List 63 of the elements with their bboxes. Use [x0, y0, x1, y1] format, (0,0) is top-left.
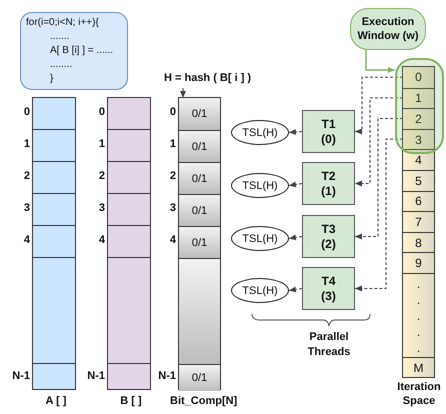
bit-cell: 0/1: [179, 98, 220, 130]
thread-box: T1 (0): [302, 110, 355, 153]
formula-text: H = hash ( B[ i ] ): [164, 72, 304, 88]
array-heading: A [ ]: [44, 395, 68, 409]
iteration-cell: 7: [403, 211, 434, 232]
index-label: 0: [22, 106, 30, 118]
thread-box: T3 (2): [302, 215, 355, 258]
arrow: [288, 286, 302, 292]
iteration-cell: 2: [403, 108, 434, 129]
array-heading: B [ ]: [119, 395, 143, 409]
index-label: 3: [22, 202, 30, 214]
index-label: 2: [22, 170, 30, 182]
bit-cell: 0/1: [179, 226, 220, 258]
code-box: for(i=0;i<N; i++){ ....... A[ B [i] ] = ...... ........ }: [20, 12, 128, 90]
index-label: 4: [168, 234, 176, 246]
iteration-cell: 8: [403, 232, 434, 252]
callout-bubble: Execution Window (w): [350, 8, 426, 50]
iteration-cell: 1: [403, 88, 434, 108]
arrow: [180, 88, 186, 98]
index-label: 0: [98, 106, 105, 118]
arrow: [354, 118, 404, 240]
group-caption: Parallel Threads: [306, 330, 352, 360]
bit-cell: 0/1: [179, 130, 220, 162]
iteration-cell: M: [403, 357, 434, 378]
window-highlight: [395, 58, 444, 154]
bit-cell: 0/1: [179, 194, 220, 226]
index-label: 1: [98, 138, 105, 150]
index-label: N-1: [11, 370, 30, 382]
lock-ellipse: TSL(H): [231, 120, 289, 145]
iteration-cell: 4: [403, 149, 434, 170]
index-label: 3: [168, 202, 176, 214]
lock-ellipse: TSL(H): [231, 278, 289, 303]
index-label: 2: [168, 170, 176, 182]
arrow: [288, 128, 302, 135]
index-label: 2: [98, 170, 105, 182]
index-label: 1: [168, 138, 176, 150]
index-label: 0: [168, 106, 176, 118]
lock-ellipse: TSL(H): [231, 226, 289, 251]
index-label: 3: [98, 202, 105, 214]
lock-ellipse: TSL(H): [231, 173, 289, 198]
index-label: 4: [22, 234, 30, 246]
arrow: [365, 50, 395, 73]
thread-box: T4 (3): [302, 267, 355, 310]
arrow: [288, 234, 302, 240]
index-label: 4: [98, 234, 105, 246]
iteration-cell: 3: [403, 128, 434, 150]
iteration-cell: 0: [403, 67, 434, 88]
arrow: [288, 181, 302, 188]
iteration-cell: . . . . .: [403, 273, 434, 357]
index-label: N-1: [86, 370, 105, 382]
thread-box: T2 (1): [302, 162, 355, 205]
array-heading: Iteration Space: [396, 380, 442, 409]
arrow: [354, 76, 404, 134]
index-label: 1: [22, 138, 30, 150]
iteration-cell: 5: [403, 170, 434, 191]
array-heading: Bit_Comp[N]: [170, 395, 238, 409]
index-label: N-1: [158, 370, 176, 382]
arrow: [354, 97, 404, 186]
bit-cell: 0/1: [179, 162, 220, 194]
iteration-cell: 6: [403, 190, 434, 212]
arrow: [354, 138, 404, 292]
iteration-cell: 9: [403, 252, 434, 273]
bit-cell: 0/1: [179, 364, 220, 391]
